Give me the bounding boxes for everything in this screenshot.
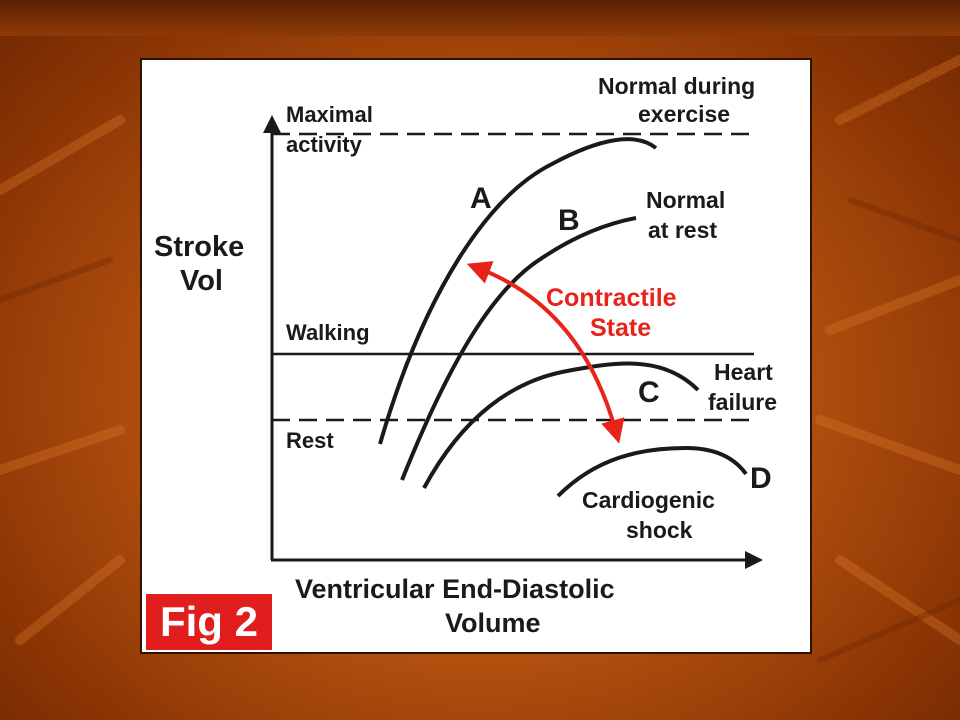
contractile-state-arrow (466, 261, 625, 444)
frank-starling-diagram: Maximal activity Walking Rest Stroke Vol… (154, 73, 777, 638)
contractile-state-label-2: State (590, 314, 651, 342)
curve-c-caption-1: Heart (714, 359, 773, 385)
curve-a-caption-1: Normal during (598, 73, 755, 99)
curve-b-letter: B (558, 204, 580, 237)
figure-label-badge: Fig 2 (146, 594, 272, 650)
curve-a-letter: A (470, 182, 492, 215)
maximal-activity-label-1: Maximal (286, 102, 373, 127)
figure-panel: Maximal activity Walking Rest Stroke Vol… (140, 58, 812, 654)
curve-d-letter: D (750, 462, 772, 495)
curve-a-caption-2: exercise (638, 101, 730, 127)
maximal-activity-label-2: activity (286, 132, 363, 157)
y-axis-label-1: Stroke (154, 231, 244, 263)
x-axis-label-1: Ventricular End-Diastolic (295, 574, 615, 604)
curve-c-letter: C (638, 376, 660, 409)
curve-a (378, 137, 658, 445)
x-axis-label-2: Volume (445, 608, 541, 638)
contractile-state-label-1: Contractile (546, 284, 677, 312)
curve-d (556, 445, 748, 498)
slide-top-band (0, 0, 960, 36)
curve-c-caption-2: failure (708, 389, 777, 415)
curve-d-caption-2: shock (626, 517, 693, 543)
curve-d-caption-1: Cardiogenic (582, 487, 715, 513)
curve-b-caption-1: Normal (646, 187, 725, 213)
y-axis-label-2: Vol (180, 265, 223, 297)
rest-label: Rest (286, 428, 334, 453)
curve-b-caption-2: at rest (648, 217, 717, 243)
curve-b (400, 216, 637, 481)
walking-label: Walking (286, 320, 370, 345)
